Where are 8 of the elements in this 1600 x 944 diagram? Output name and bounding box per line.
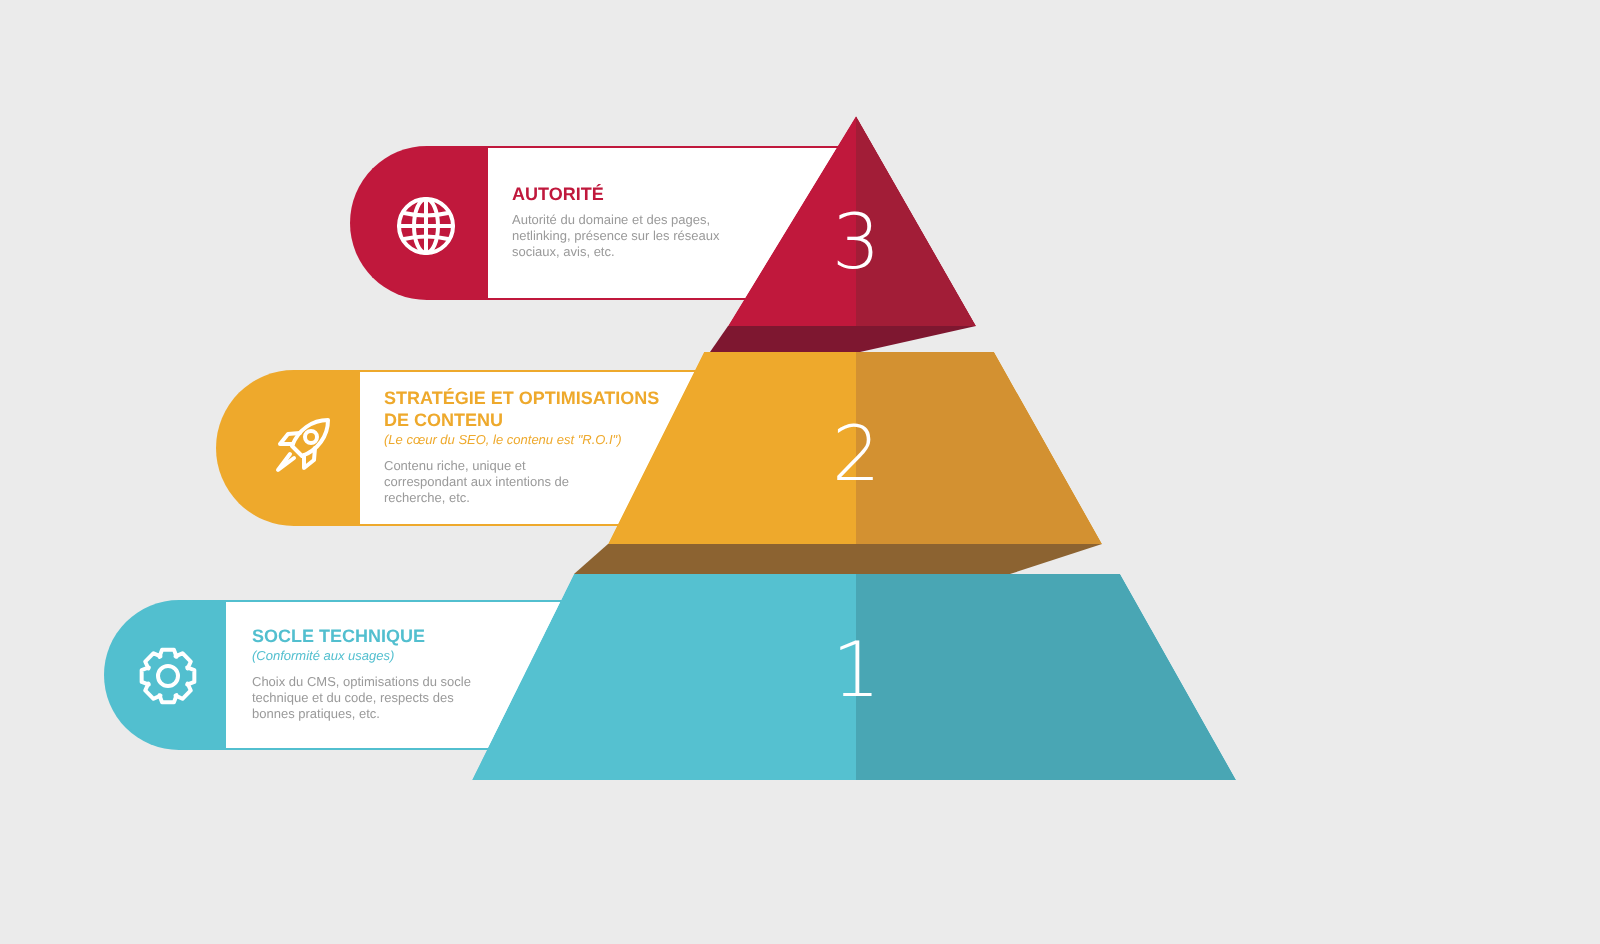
tier-number: 1 (832, 630, 881, 710)
tier-number: 3 (832, 202, 881, 282)
card-heading: SOCLE TECHNIQUE (252, 625, 426, 647)
card-heading: AUTORITÉ (512, 183, 604, 205)
pyramid-tier (472, 574, 1236, 780)
tier-number: 2 (832, 414, 881, 494)
pyramid-tier (728, 116, 976, 326)
card-heading: STRATÉGIE ET OPTIMISATIONS DE CONTENU (384, 388, 662, 430)
